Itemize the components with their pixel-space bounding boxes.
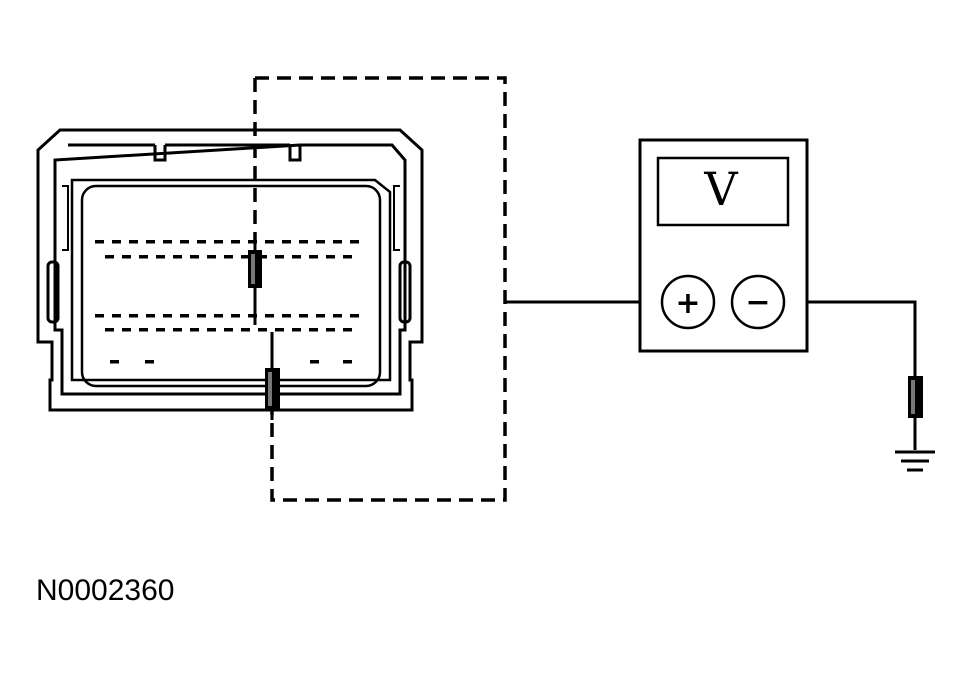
negative-lead: [782, 300, 917, 380]
pin-cavity: [275, 328, 284, 332]
pin-cavity: [214, 240, 223, 244]
pin-cavity: [299, 240, 308, 244]
pin-cavity: [265, 314, 274, 318]
pin-cavity: [139, 328, 148, 332]
pin-cavity: [326, 255, 335, 259]
pin-cavity: [299, 314, 308, 318]
pin-cavity: [180, 240, 189, 244]
pin-cavity: [146, 314, 155, 318]
pin-cavity: [316, 314, 325, 318]
pin-cavity: [343, 360, 352, 364]
pin-cavity: [197, 314, 206, 318]
pin-cavity: [265, 240, 274, 244]
connector-corner-steps: [62, 185, 400, 251]
negative-terminal-label: −: [745, 285, 770, 320]
pin-cavity: [129, 240, 138, 244]
pin-cavity: [248, 314, 257, 318]
test-probe-icon: [908, 376, 923, 418]
pin-cavity: [105, 328, 114, 332]
connector-side-tab-right: [398, 260, 412, 324]
pin-cavity: [309, 255, 318, 259]
connector-side-tab-left: [46, 260, 60, 324]
pin-cavity: [343, 328, 352, 332]
pin-cavity: [333, 240, 342, 244]
pin-cavity: [122, 255, 131, 259]
pin-cavity: [95, 240, 104, 244]
pin-cavity: [105, 255, 114, 259]
figure-id-label: N0002360: [36, 574, 175, 607]
pin-cavity: [156, 328, 165, 332]
pin-cavity: [258, 255, 267, 259]
pin-cavity: [292, 255, 301, 259]
pin-cavity: [241, 328, 250, 332]
voltmeter-display: [656, 156, 790, 227]
pin-cavity: [197, 240, 206, 244]
pin-cavity: [110, 360, 119, 364]
pin-cavity: [190, 328, 199, 332]
pin-cavity: [241, 255, 250, 259]
pin-cavity: [333, 314, 342, 318]
pin-cavity: [180, 314, 189, 318]
pin-cavity: [343, 255, 352, 259]
voltmeter-icon: V + −: [638, 138, 809, 353]
pin-cavity: [231, 240, 240, 244]
pin-cavity: [129, 314, 138, 318]
pin-cavity: [112, 314, 121, 318]
test-probe-icon: [265, 368, 280, 410]
pin-cavity: [350, 314, 359, 318]
pin-cavity: [139, 255, 148, 259]
pin-cavity: [163, 240, 172, 244]
pin-cavity: [95, 314, 104, 318]
pin-cavity: [282, 240, 291, 244]
pin-cavity: [146, 240, 155, 244]
pin-cavity: [156, 255, 165, 259]
pin-cavity: [310, 360, 319, 364]
pin-cavity: [231, 314, 240, 318]
pin-cavity: [326, 328, 335, 332]
test-probe-lower: [265, 332, 280, 420]
pin-cavity: [275, 255, 284, 259]
pin-cavity: [350, 240, 359, 244]
pin-cavity: [316, 240, 325, 244]
connector-face-icon: [36, 128, 424, 412]
ground-symbol-icon: [895, 450, 935, 472]
connector-housing-inner: [53, 143, 407, 396]
pin-cavity: [248, 240, 257, 244]
connector-housing-outer: [36, 128, 424, 412]
pin-cavity: [112, 240, 121, 244]
connector-pin-face: [80, 184, 382, 388]
test-probe-upper: [248, 240, 262, 325]
pin-cavity: [214, 314, 223, 318]
test-leads: [505, 300, 917, 450]
connector-pin-cavities: [95, 240, 359, 364]
positive-terminal: [660, 274, 716, 330]
pin-cavity: [292, 328, 301, 332]
pin-cavity: [122, 328, 131, 332]
pin-cavity: [190, 255, 199, 259]
pin-cavity: [309, 328, 318, 332]
pin-cavity: [207, 255, 216, 259]
pin-cavity: [224, 328, 233, 332]
pin-cavity: [224, 255, 233, 259]
negative-terminal: [730, 274, 786, 330]
pin-cavity: [145, 360, 154, 364]
voltmeter-symbol: V: [703, 162, 738, 216]
pin-cavity: [282, 314, 291, 318]
breakout-box-outline: [253, 76, 507, 502]
pin-cavity: [163, 314, 172, 318]
pin-cavity: [207, 328, 216, 332]
connector-shroud: [70, 178, 392, 382]
pin-cavity: [173, 255, 182, 259]
pin-cavity: [258, 328, 267, 332]
pin-cavity: [173, 328, 182, 332]
positive-terminal-label: +: [675, 286, 700, 321]
connector-latch-right: [288, 145, 302, 162]
ground-probe: [908, 376, 923, 418]
